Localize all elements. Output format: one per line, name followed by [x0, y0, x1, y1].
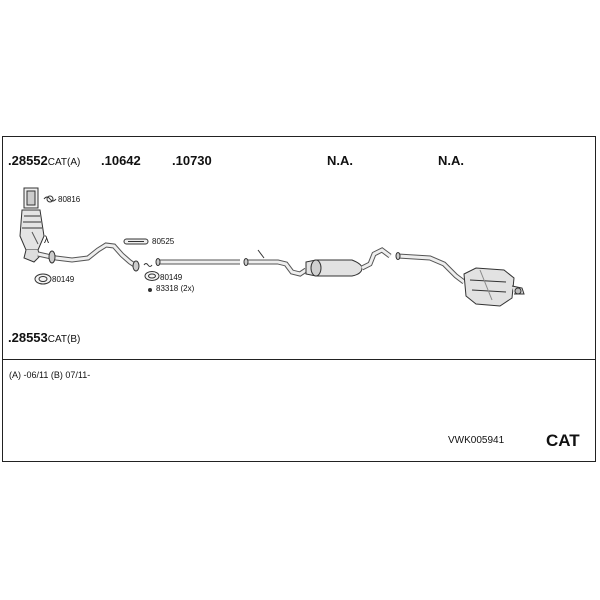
part-number-catalyst-b: .28553CAT(B) — [8, 330, 81, 345]
rear-pipe — [395, 252, 466, 284]
diagram-frame — [2, 136, 596, 462]
callout-80525: 80525 — [152, 237, 175, 246]
lambda-sensor-symbol: λ — [44, 235, 49, 246]
gasket-80149-mid-icon — [144, 271, 160, 281]
catalytic-converter — [19, 187, 45, 263]
section-divider — [2, 359, 596, 360]
callout-83318: 83318 (2x) — [156, 284, 195, 293]
intermediate-pipe — [243, 249, 308, 277]
gasket-80149-left-icon — [34, 273, 52, 285]
front-pipe — [37, 242, 140, 272]
part-number-rear-silencer: N.A. — [438, 153, 464, 168]
callout-80816: 80816 — [58, 195, 81, 204]
part-number-middle-pipe: .10730 — [172, 153, 212, 168]
middle-pipe — [155, 258, 240, 266]
type-label: CAT — [546, 431, 580, 450]
callout-80149-left: 80149 — [52, 275, 75, 284]
spring-83318-icon — [143, 263, 153, 292]
part-number-catalyst-a: .28552CAT(A) — [8, 153, 81, 168]
middle-silencer — [305, 247, 392, 277]
rear-silencer — [463, 267, 525, 307]
callout-80149-mid: 80149 — [160, 273, 183, 282]
gasket-80525-icon — [123, 238, 149, 245]
part-number-front-pipe: .10642 — [101, 153, 141, 168]
validity-note: (A) -06/11 (B) 07/11- — [9, 370, 91, 380]
clamp-80816-icon — [43, 195, 57, 203]
document-id: VWK005941 — [448, 435, 505, 446]
part-number-middle-silencer: N.A. — [327, 153, 353, 168]
